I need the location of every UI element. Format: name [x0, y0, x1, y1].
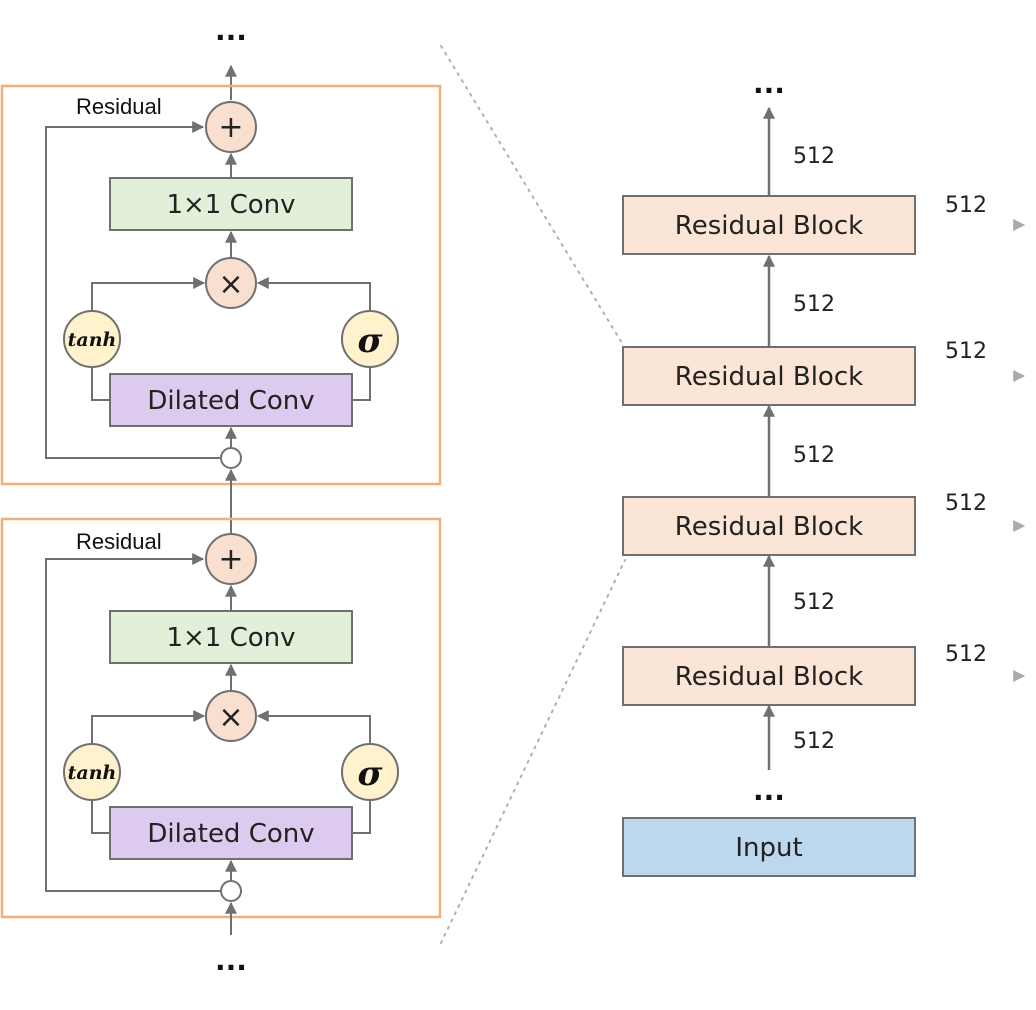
multiply-symbol-upper: ×	[218, 267, 243, 302]
multiply-op-lower	[205, 690, 257, 742]
residual-block-frame-upper	[0, 84, 442, 486]
residual-label-upper: Residual	[76, 94, 162, 119]
residual-block-2-label: Residual Block	[675, 512, 863, 542]
multiply-op-upper	[205, 257, 257, 309]
residual-block-3-label: Residual Block	[675, 362, 863, 392]
add-symbol-lower: +	[218, 542, 243, 577]
add-op-upper	[205, 101, 257, 153]
sigma-gate-upper	[341, 310, 399, 368]
residual-block-1	[622, 646, 916, 706]
multiply-symbol-lower: ×	[218, 700, 243, 735]
add-op-lower	[205, 533, 257, 585]
input-label: Input	[735, 833, 802, 863]
input-box	[622, 817, 916, 877]
residual-skip-path-upper	[45, 121, 220, 459]
residual-block-4	[622, 195, 916, 255]
tanh-gate-lower	[63, 743, 121, 801]
dilated-conv-label-lower: Dilated Conv	[147, 819, 314, 849]
tanh-gate-upper	[63, 310, 121, 368]
ellipsis-top-left: ...	[215, 14, 247, 47]
split-node-lower	[220, 880, 242, 902]
dilated-conv-box-upper	[109, 373, 353, 427]
sigma-label-upper: σ	[357, 321, 383, 361]
residual-block-3	[622, 346, 916, 406]
channel-label-out-3: 512	[945, 339, 987, 364]
conv1x1-label-lower: 1×1 Conv	[166, 623, 295, 653]
residual-block-4-label: Residual Block	[675, 211, 863, 241]
dilated-conv-label-upper: Dilated Conv	[147, 386, 314, 416]
zoom-guide-top	[440, 45, 626, 349]
sigma-label-lower: σ	[357, 754, 383, 794]
channel-label-up-1: 512	[793, 590, 835, 615]
residual-skip-path-lower	[45, 553, 220, 892]
channel-label-up-2: 512	[793, 443, 835, 468]
conv1x1-label-upper: 1×1 Conv	[166, 190, 295, 220]
tanh-label-lower: tanh	[68, 762, 117, 784]
residual-block-2	[622, 496, 916, 556]
tanh-label-upper: tanh	[68, 329, 117, 351]
residual-block-frame-lower	[0, 517, 442, 919]
conv1x1-box-lower	[109, 610, 353, 664]
ellipsis-bottom-left: ...	[215, 944, 247, 977]
ellipsis-bottom-right: ...	[753, 774, 785, 807]
channel-label-out-4: 512	[945, 193, 987, 218]
channel-label-out-1: 512	[945, 642, 987, 667]
ellipsis-top-right: ...	[753, 67, 785, 100]
dilated-conv-box-lower	[109, 806, 353, 860]
conv1x1-box-upper	[109, 177, 353, 231]
add-symbol-upper: +	[218, 110, 243, 145]
zoom-guide-bottom	[440, 559, 626, 944]
channel-label-up-3: 512	[793, 292, 835, 317]
sigma-gate-lower	[341, 743, 399, 801]
residual-block-1-label: Residual Block	[675, 662, 863, 692]
split-node-upper	[220, 447, 242, 469]
channel-label-input: 512	[793, 729, 835, 754]
channel-label-up-4: 512	[793, 144, 835, 169]
residual-label-lower: Residual	[76, 529, 162, 554]
channel-label-out-2: 512	[945, 491, 987, 516]
